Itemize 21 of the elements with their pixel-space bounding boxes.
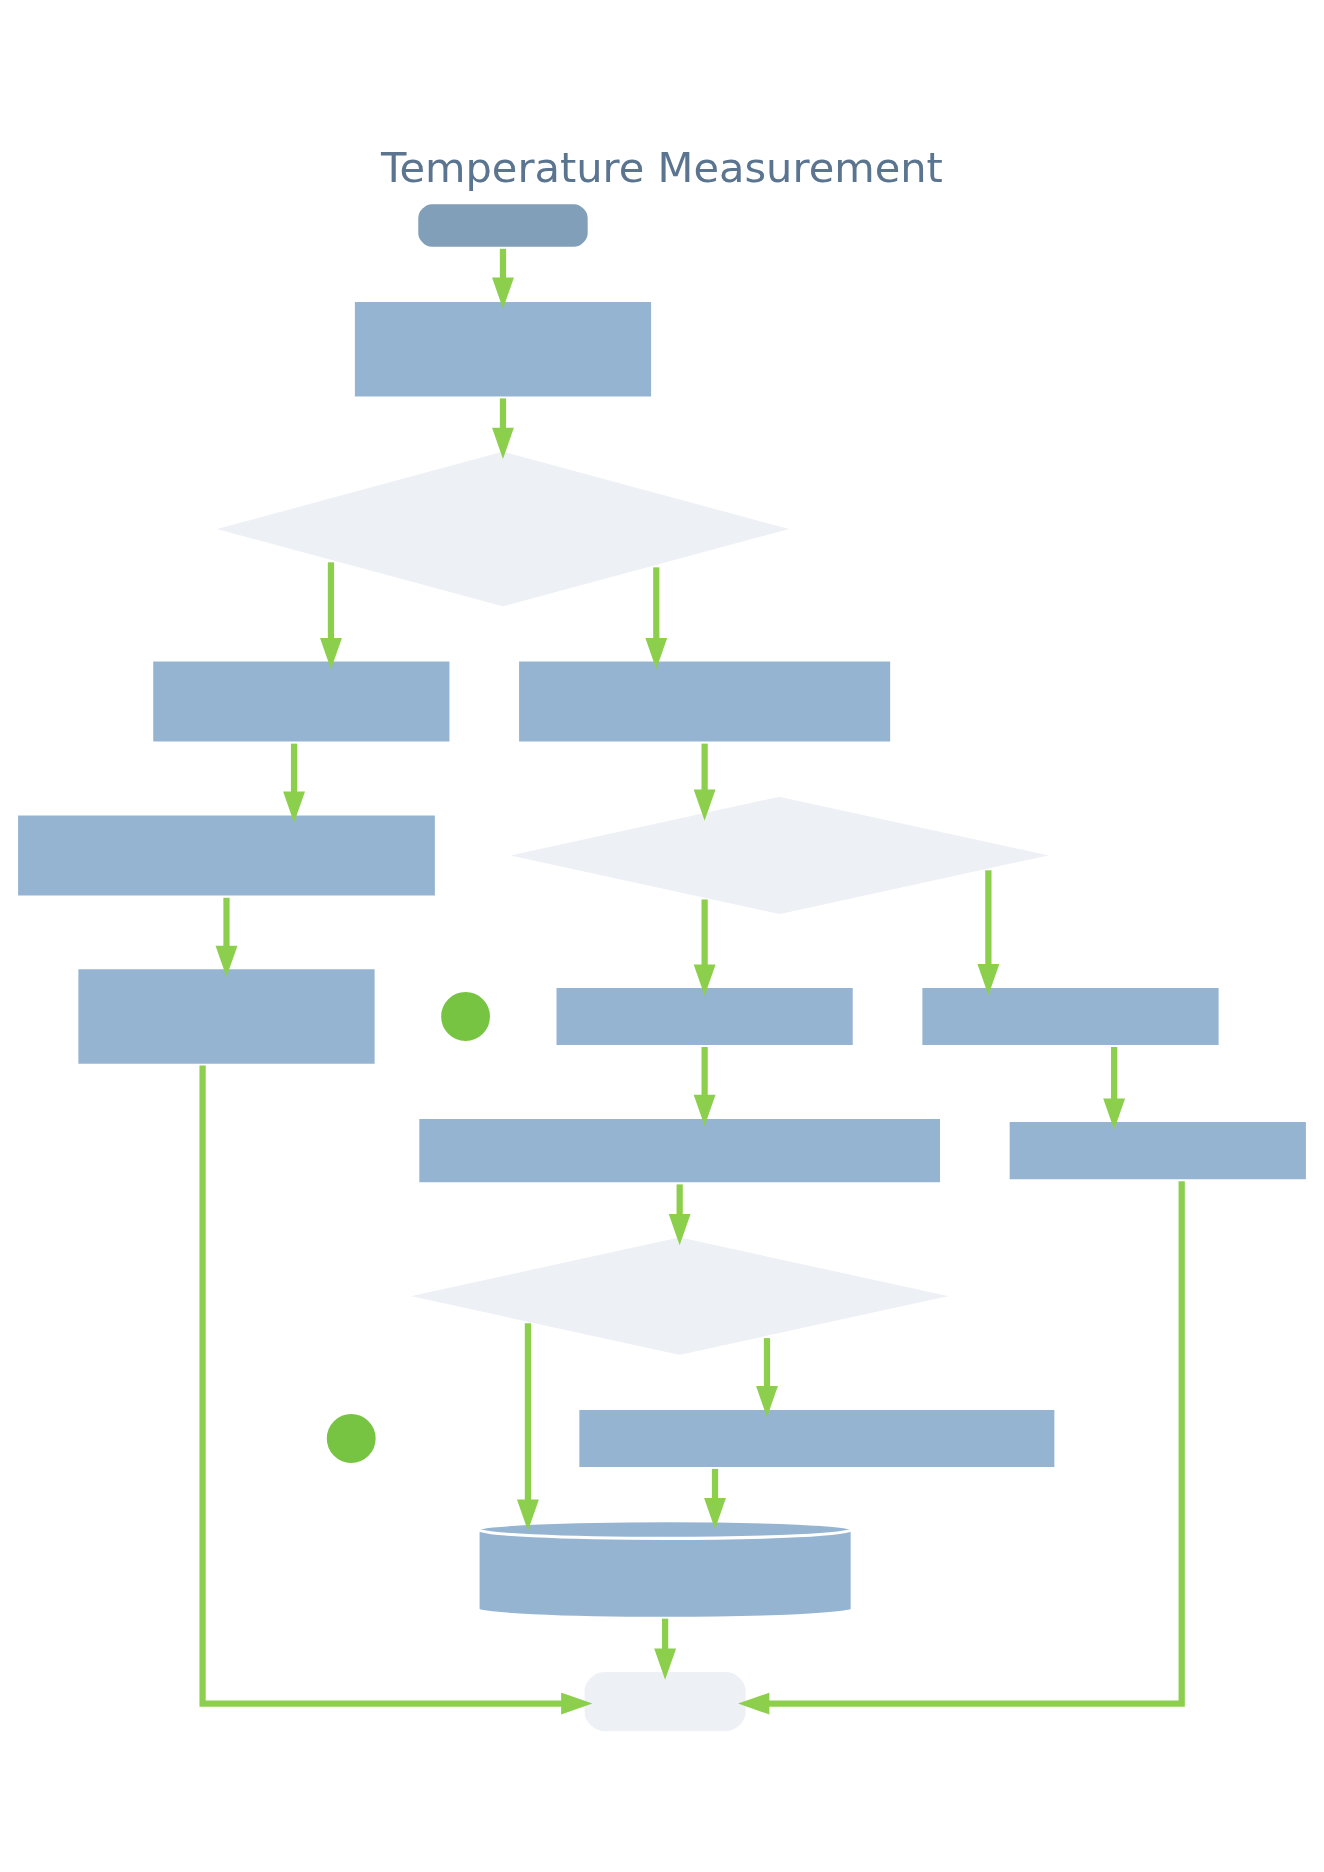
arrow xyxy=(283,743,305,823)
arrow xyxy=(668,1183,691,1245)
arrow xyxy=(756,1337,778,1417)
node-circle xyxy=(441,991,490,1041)
arrow xyxy=(645,566,668,669)
arrow xyxy=(977,869,1000,995)
arrow xyxy=(492,248,514,309)
diagram-title: Temperature Measurement xyxy=(381,142,943,192)
arrow xyxy=(199,1064,593,1715)
arrow xyxy=(738,1180,1185,1715)
arrow xyxy=(492,397,514,459)
arrow xyxy=(693,898,716,996)
arrow xyxy=(1103,1046,1126,1130)
arrow xyxy=(516,1322,539,1531)
node-circle xyxy=(326,1413,376,1463)
arrow xyxy=(215,897,238,977)
arrow xyxy=(654,1618,677,1680)
arrow xyxy=(693,743,716,821)
arrow xyxy=(320,561,342,669)
arrow xyxy=(693,1046,716,1126)
arrow xyxy=(704,1468,726,1529)
